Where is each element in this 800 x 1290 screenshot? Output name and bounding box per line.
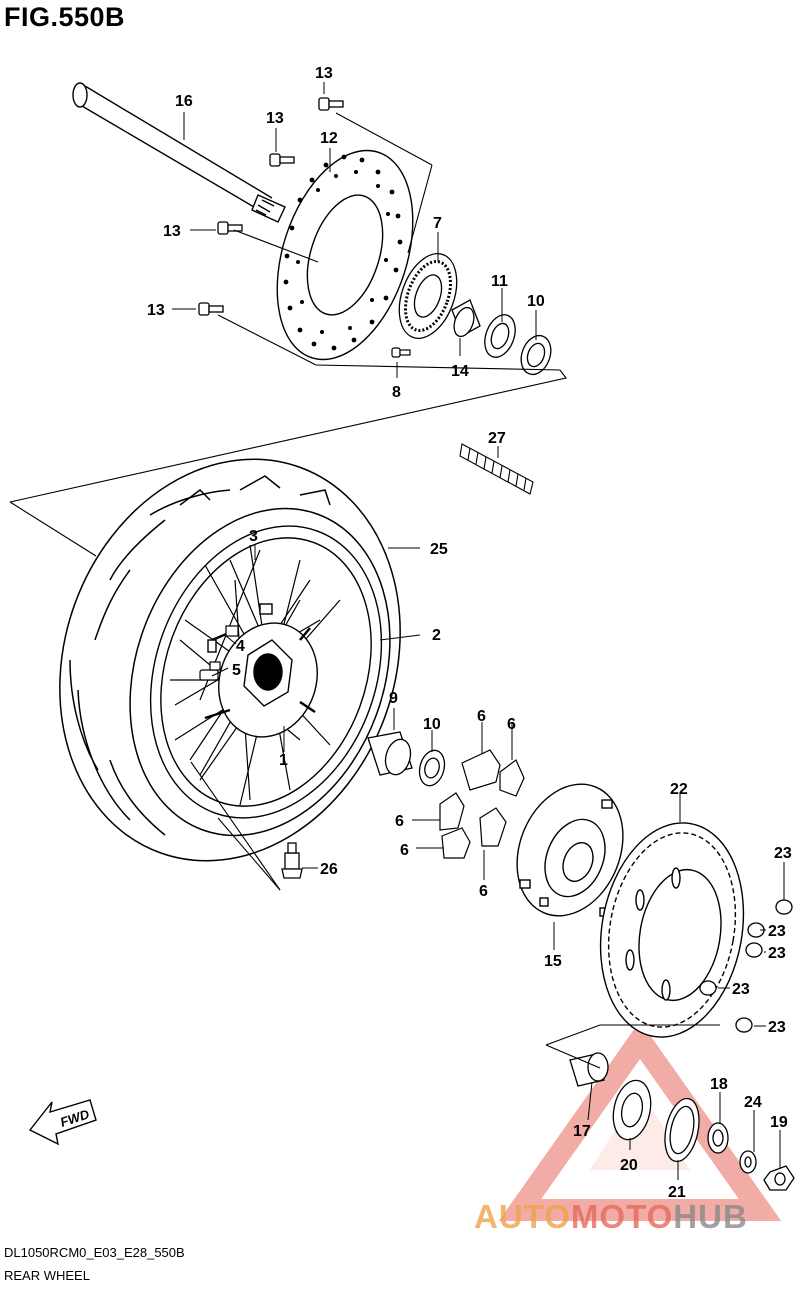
bearing-lower bbox=[418, 749, 446, 787]
fwd-arrow: FWD bbox=[28, 1099, 97, 1146]
callout-6: 6 bbox=[507, 716, 516, 733]
callout-6: 6 bbox=[400, 842, 409, 859]
sprocket-nuts bbox=[699, 899, 793, 1033]
watermark-part-c: HUB bbox=[673, 1198, 748, 1235]
callout-27: 27 bbox=[488, 430, 506, 447]
callout-16: 16 bbox=[175, 93, 193, 110]
callout-23: 23 bbox=[768, 923, 786, 940]
callout-10: 10 bbox=[527, 293, 545, 310]
callout-3: 3 bbox=[249, 528, 258, 545]
callout-13: 13 bbox=[315, 65, 333, 82]
damper-rubbers bbox=[439, 749, 525, 859]
watermark-part-b: MOTO bbox=[570, 1198, 674, 1235]
upper-group-frame bbox=[9, 112, 567, 557]
callout-23: 23 bbox=[774, 845, 792, 862]
callout-26: 26 bbox=[320, 861, 338, 878]
callout-24: 24 bbox=[744, 1094, 762, 1111]
lower-axle-parts bbox=[569, 1052, 795, 1191]
rotor-screw bbox=[391, 347, 411, 358]
callout-4: 4 bbox=[236, 638, 245, 655]
callout-23: 23 bbox=[768, 1019, 786, 1036]
spoke-nipples bbox=[459, 443, 534, 495]
balance-weights bbox=[199, 625, 239, 681]
section-name: REAR WHEEL bbox=[4, 1268, 90, 1283]
callout-13: 13 bbox=[163, 223, 181, 240]
rear-axle bbox=[72, 82, 286, 223]
callout-5: 5 bbox=[232, 662, 241, 679]
callout-9: 9 bbox=[389, 690, 398, 707]
callout-23: 23 bbox=[732, 981, 750, 998]
callout-23: 23 bbox=[768, 945, 786, 962]
callout-17: 17 bbox=[573, 1123, 591, 1140]
leader-lines bbox=[172, 82, 785, 1180]
callout-21: 21 bbox=[668, 1184, 686, 1201]
wheel-group-frame bbox=[190, 761, 281, 891]
callout-6: 6 bbox=[395, 813, 404, 830]
callout-7: 7 bbox=[433, 215, 442, 232]
lower-group-frame bbox=[545, 1024, 720, 1069]
callout-18: 18 bbox=[710, 1076, 728, 1093]
callout-14: 14 bbox=[451, 363, 469, 380]
callout-6: 6 bbox=[477, 708, 486, 725]
bearing-upper bbox=[520, 334, 552, 376]
callout-1: 1 bbox=[279, 752, 288, 769]
callout-20: 20 bbox=[620, 1157, 638, 1174]
callout-6: 6 bbox=[479, 883, 488, 900]
callout-15: 15 bbox=[544, 953, 562, 970]
callout-8: 8 bbox=[392, 384, 401, 401]
callout-13: 13 bbox=[147, 302, 165, 319]
tire-valve bbox=[281, 842, 303, 879]
figure-title: FIG.550B bbox=[4, 2, 126, 32]
collar bbox=[367, 731, 413, 776]
callout-11: 11 bbox=[491, 273, 508, 290]
oil-seal bbox=[484, 314, 516, 358]
callouts: 16 13 13 12 13 13 7 11 10 14 8 27 25 3 2… bbox=[147, 65, 792, 1201]
disc-bolts bbox=[198, 97, 344, 316]
callout-25: 25 bbox=[430, 541, 448, 558]
wheel-hub bbox=[204, 603, 318, 738]
sprocket-drum bbox=[516, 783, 624, 917]
brake-disc bbox=[276, 149, 414, 361]
callout-10: 10 bbox=[423, 716, 441, 733]
callout-2: 2 bbox=[432, 627, 441, 644]
callout-13: 13 bbox=[266, 110, 284, 127]
callout-22: 22 bbox=[670, 781, 688, 798]
callout-12: 12 bbox=[320, 130, 338, 147]
watermark-part-a: AUTO bbox=[474, 1198, 571, 1235]
spacer-14 bbox=[451, 299, 481, 338]
callout-19: 19 bbox=[770, 1114, 788, 1131]
abs-sensor-rotor bbox=[398, 253, 458, 339]
watermark-text: AUTOMOTOHUB bbox=[474, 1198, 748, 1236]
model-code: DL1050RCM0_E03_E28_550B bbox=[4, 1245, 185, 1260]
